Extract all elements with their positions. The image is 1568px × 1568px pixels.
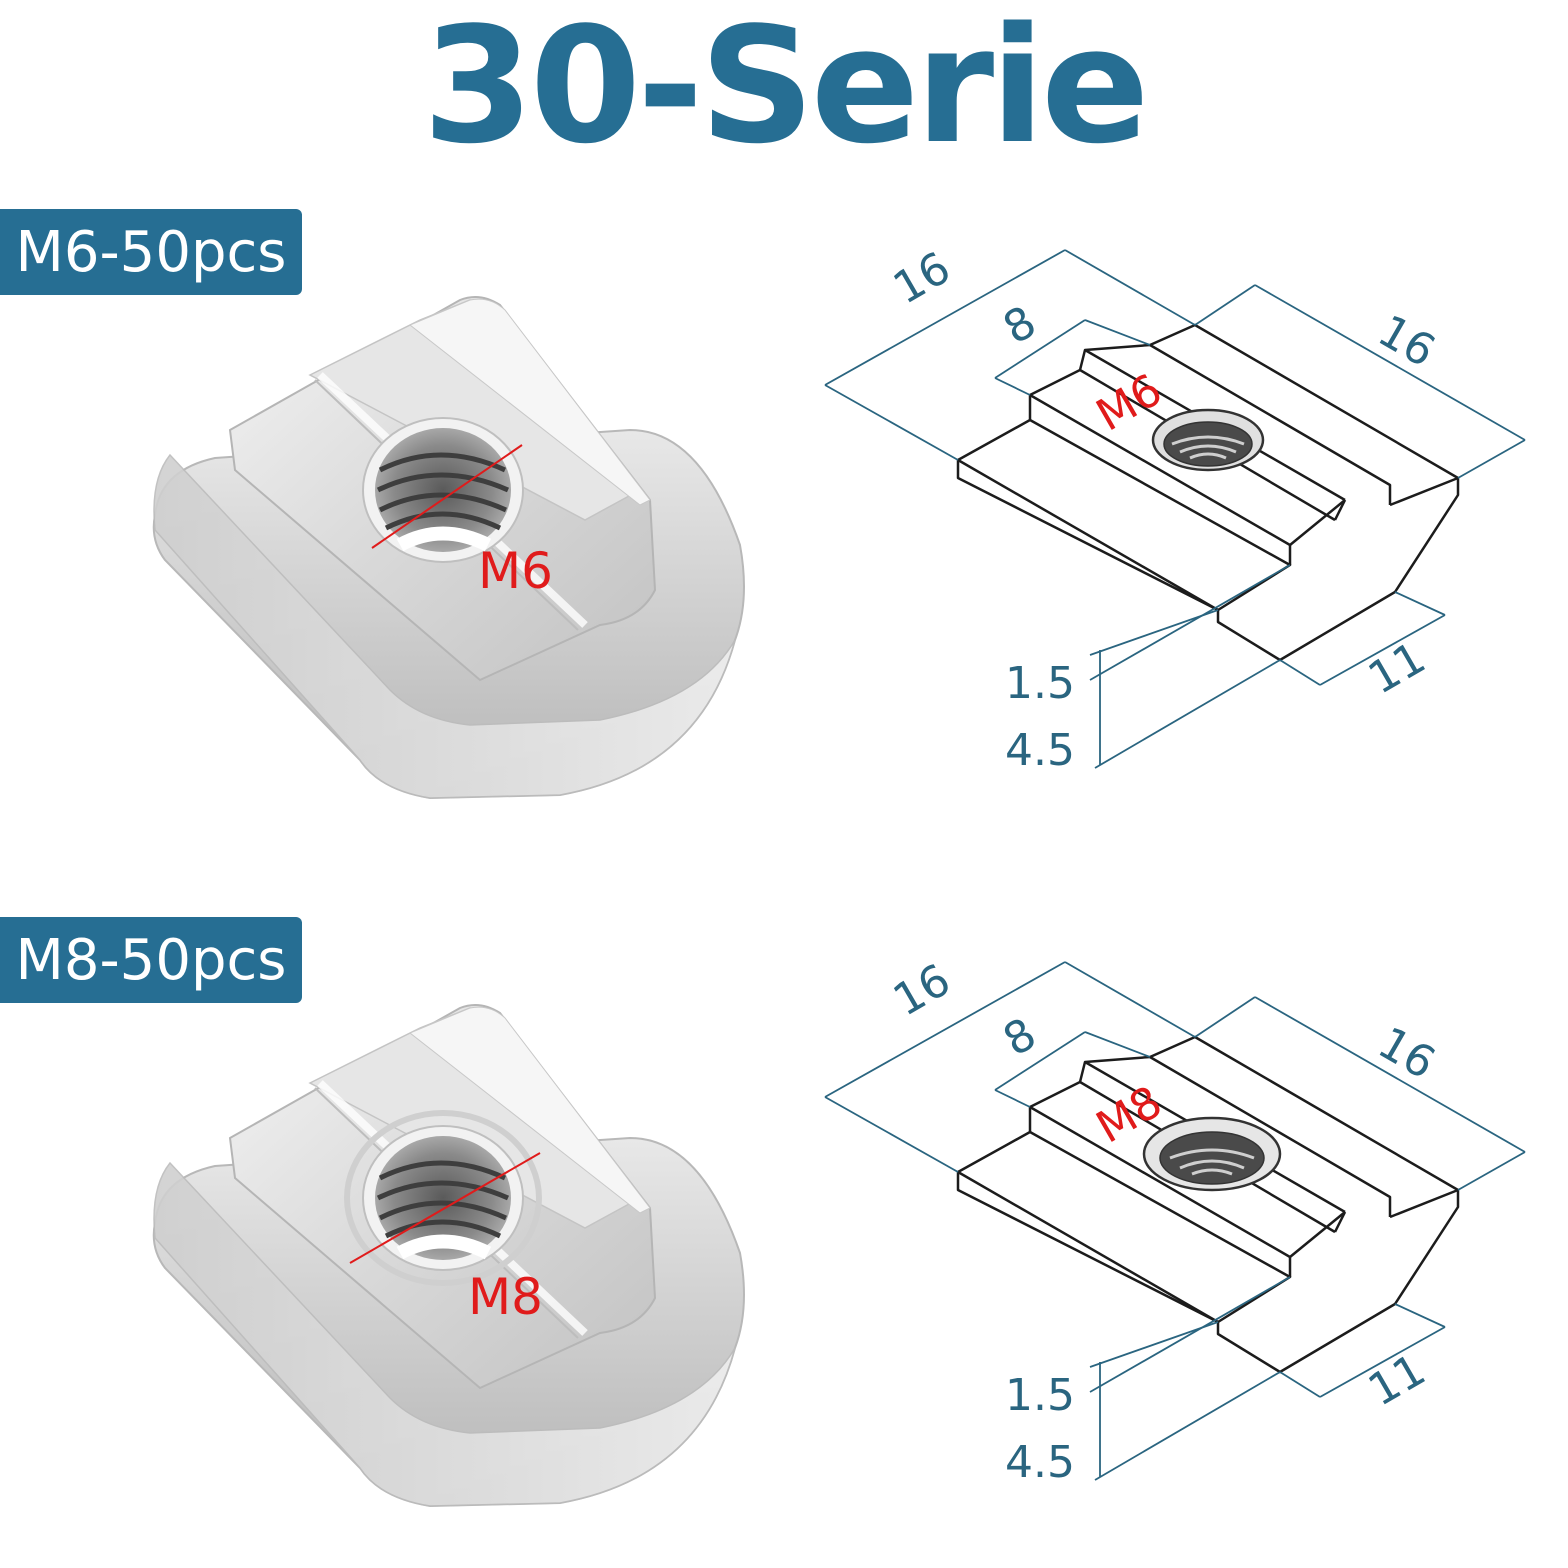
product-badge-m6: M6-50pcs bbox=[0, 209, 302, 295]
m8-technical-drawing: M8 16 8 16 11 1.5 4.5 bbox=[823, 954, 1527, 1488]
m6-nut-photo bbox=[154, 297, 744, 798]
m6-technical-drawing: M6 16 8 16 11 1.5 4.5 bbox=[823, 242, 1527, 776]
m6-dim-base-width: 11 bbox=[1360, 632, 1434, 704]
product-badge-m8: M8-50pcs bbox=[0, 917, 302, 1003]
m8-dim-neck-height: 1.5 bbox=[1005, 1370, 1075, 1421]
m8-dim-total-height: 4.5 bbox=[1005, 1437, 1075, 1488]
m6-dim-overall-length: 16 bbox=[885, 242, 959, 314]
m8-dim-overall-length: 16 bbox=[885, 954, 959, 1026]
m8-nut-photo bbox=[154, 1005, 744, 1506]
page-title: 30-Serie bbox=[422, 0, 1149, 179]
m6-photo-thread-label: M6 bbox=[478, 542, 553, 600]
m6-dim-total-height: 4.5 bbox=[1005, 725, 1075, 776]
m8-photo-thread-label: M8 bbox=[468, 1268, 543, 1326]
m6-dim-neck-height: 1.5 bbox=[1005, 658, 1075, 709]
m6-dim-body-width: 16 bbox=[1370, 305, 1444, 377]
m8-dim-body-width: 16 bbox=[1370, 1017, 1444, 1089]
m8-dim-base-width: 11 bbox=[1360, 1344, 1434, 1416]
m6-dim-neck-width: 8 bbox=[995, 296, 1045, 354]
m8-dim-neck-width: 8 bbox=[995, 1008, 1045, 1066]
